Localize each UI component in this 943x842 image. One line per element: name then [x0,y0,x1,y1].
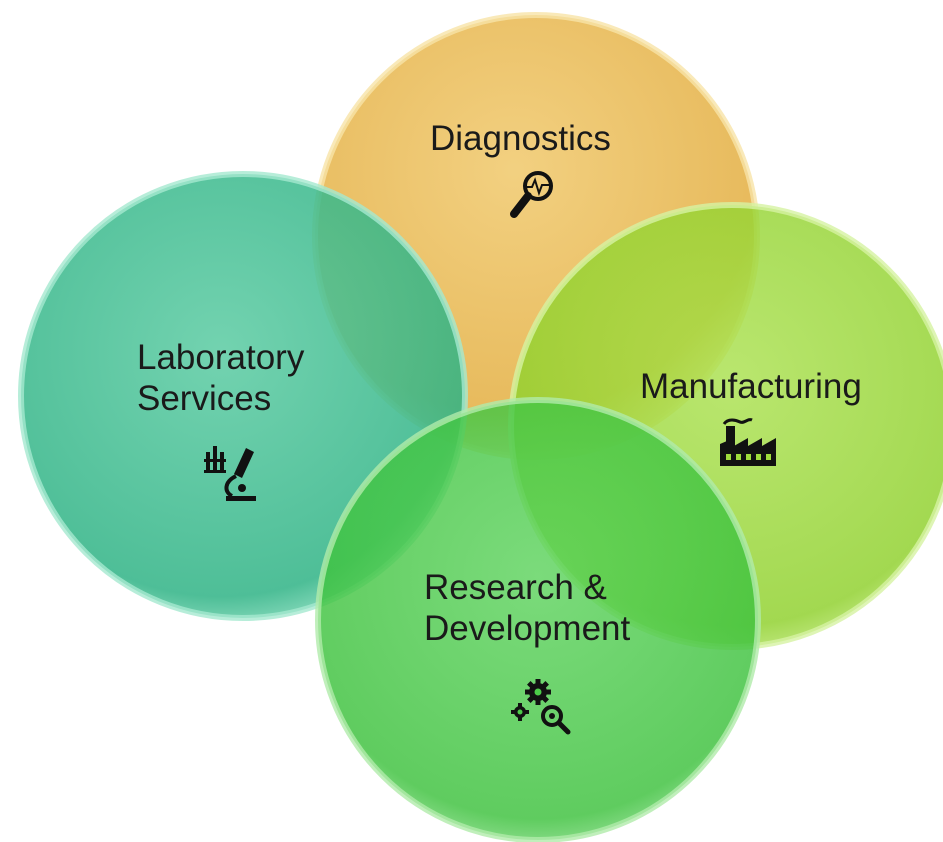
label-manufacturing: Manufacturing [640,367,862,406]
label-research-development: Research & Development [424,568,631,648]
factory-icon [720,418,776,466]
label-laboratory-services: Laboratory Services [137,338,305,418]
label-diagnostics: Diagnostics [430,119,611,158]
magnifier-heartbeat-icon [510,171,553,218]
circle-research-development [315,397,761,842]
microscope-test-tubes-icon [204,446,256,501]
gears-magnifier-icon [511,679,571,735]
